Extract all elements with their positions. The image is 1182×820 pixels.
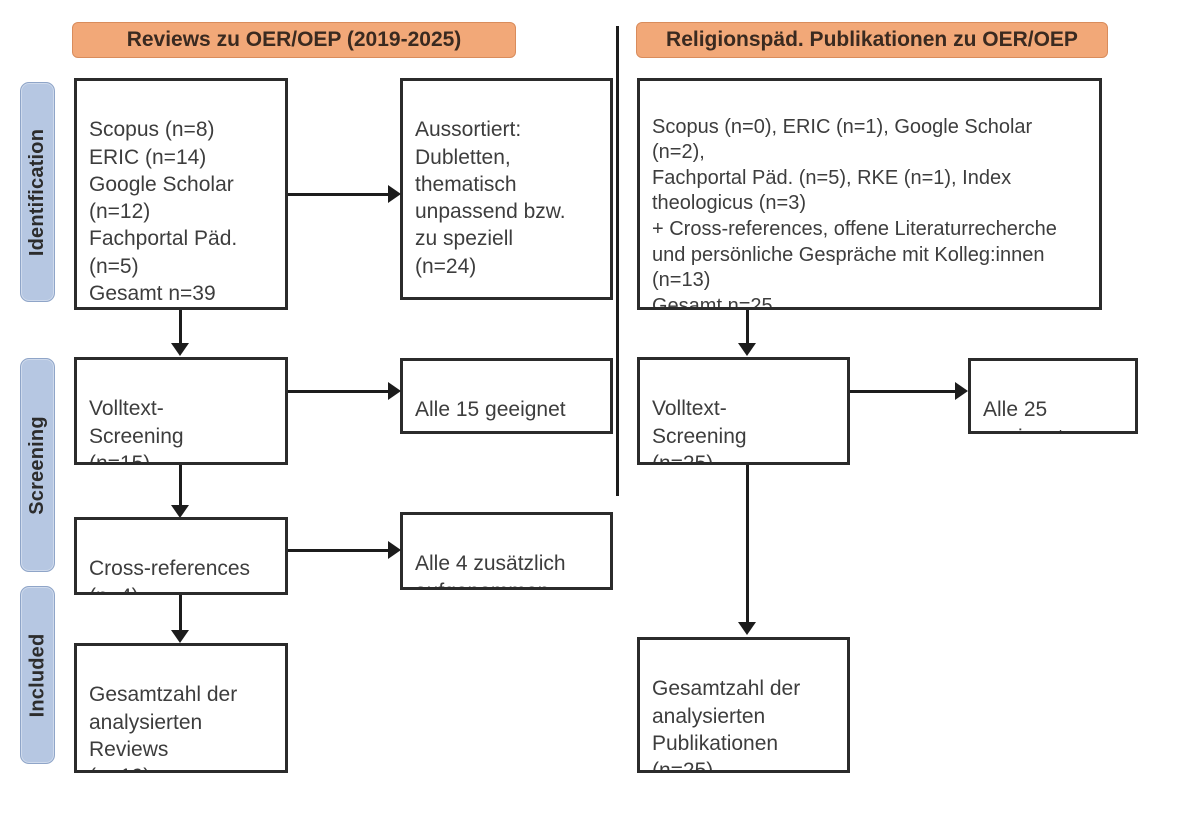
column-header-right-label: Religionspäd. Publikationen zu OER/OEP [666, 28, 1078, 51]
left-screening-result-text: Alle 15 geeignet [415, 398, 566, 422]
left-screening-text: Volltext- Screening (n=15) [89, 397, 184, 465]
right-identification-sources-box: Scopus (n=0), ERIC (n=1), Google Scholar… [637, 78, 1102, 310]
arrow-right-screening-to-included-line [746, 465, 749, 625]
stage-tab-screening: Screening [20, 358, 55, 572]
arrow-left-sources-to-screening-head [171, 343, 189, 356]
left-identification-sources-text: Scopus (n=8) ERIC (n=14) Google Scholar … [89, 118, 238, 306]
left-excluded-text: Aussortiert: Dubletten, thematisch unpas… [415, 118, 566, 278]
stage-tab-identification-label: Identification [26, 128, 48, 256]
right-screening-text: Volltext- Screening (n=25) [652, 397, 747, 465]
stage-tab-screening-label: Screening [26, 415, 48, 515]
left-cross-references-box: Cross-references (n=4) [74, 517, 288, 595]
arrow-right-screening-to-result-line [850, 390, 956, 393]
arrow-left-crossrefs-to-result-head [388, 541, 401, 559]
stage-tab-included: Included [20, 586, 55, 764]
arrow-left-screening-to-crossrefs-line [179, 465, 182, 508]
right-screening-result-box: Alle 25 geeignet [968, 358, 1138, 434]
arrow-left-crossrefs-to-result-line [288, 549, 388, 552]
arrow-left-crossrefs-to-included-line [179, 595, 182, 633]
arrow-left-crossrefs-to-included-head [171, 630, 189, 643]
right-screening-result-text: Alle 25 geeignet [983, 398, 1064, 431]
left-cross-references-result-box: Alle 4 zusätzlich aufgenommen [400, 512, 613, 590]
arrow-right-sources-to-screening-line [746, 310, 749, 343]
arrow-left-sources-to-excluded-line [288, 193, 388, 196]
arrow-left-sources-to-excluded-head [388, 185, 401, 203]
left-cross-references-result-text: Alle 4 zusätzlich aufgenommen [415, 552, 566, 587]
right-identification-sources-text: Scopus (n=0), ERIC (n=1), Google Scholar… [652, 115, 1057, 310]
left-identification-sources-box: Scopus (n=8) ERIC (n=14) Google Scholar … [74, 78, 288, 310]
right-included-text: Gesamtzahl der analysierten Publikatione… [652, 677, 801, 773]
left-included-text: Gesamtzahl der analysierten Reviews (n=1… [89, 683, 238, 770]
left-cross-references-text: Cross-references (n=4) [89, 557, 251, 592]
stage-tab-included-label: Included [26, 633, 49, 717]
column-header-left: Reviews zu OER/OEP (2019-2025) [72, 22, 516, 58]
arrow-right-screening-to-included-head [738, 622, 756, 635]
arrow-right-sources-to-screening-head [738, 343, 756, 356]
right-included-box: Gesamtzahl der analysierten Publikatione… [637, 637, 850, 773]
arrow-left-screening-to-crossrefs-head [171, 505, 189, 518]
column-header-right: Religionspäd. Publikationen zu OER/OEP [636, 22, 1108, 58]
arrow-left-screening-to-result-head [388, 382, 401, 400]
left-included-box: Gesamtzahl der analysierten Reviews (n=1… [74, 643, 288, 773]
column-header-left-label: Reviews zu OER/OEP (2019-2025) [126, 28, 462, 51]
arrow-left-sources-to-screening-line [179, 310, 182, 343]
left-screening-box: Volltext- Screening (n=15) [74, 357, 288, 465]
left-excluded-box: Aussortiert: Dubletten, thematisch unpas… [400, 78, 613, 300]
column-divider [616, 26, 619, 496]
right-screening-box: Volltext- Screening (n=25) [637, 357, 850, 465]
arrow-left-screening-to-result-line [288, 390, 388, 393]
stage-tab-identification: Identification [20, 82, 55, 302]
left-screening-result-box: Alle 15 geeignet [400, 358, 613, 434]
arrow-right-screening-to-result-head [955, 382, 968, 400]
